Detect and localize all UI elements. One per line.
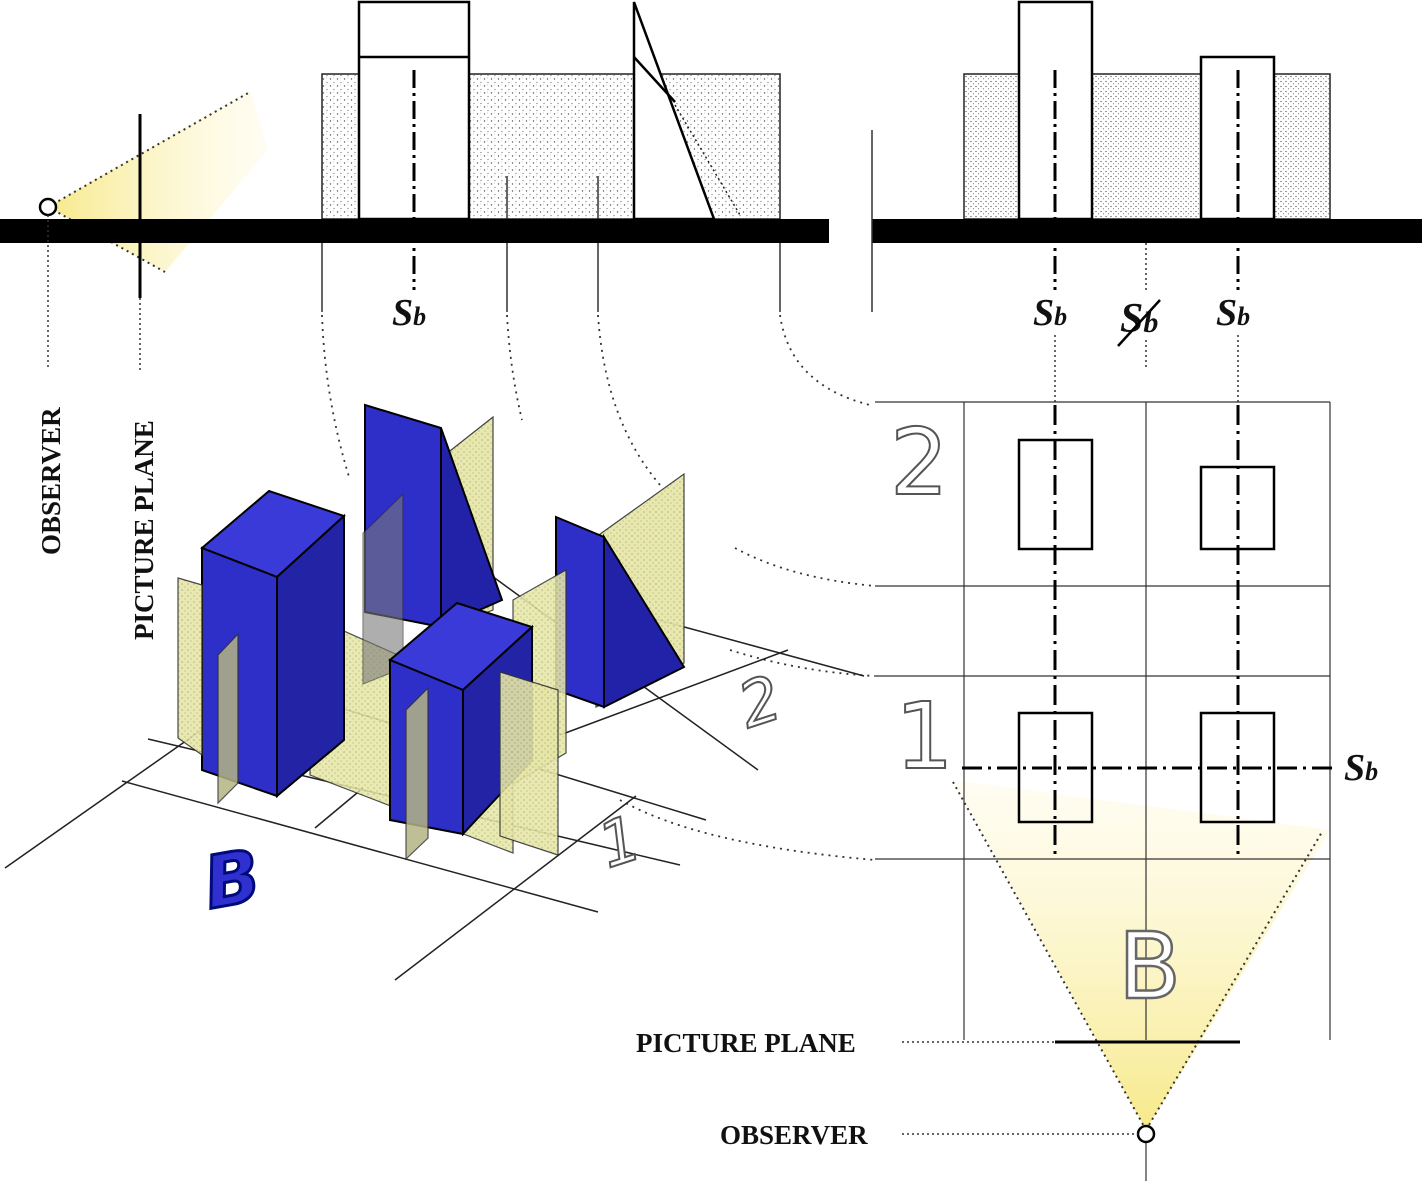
section-plane-front-right <box>499 671 559 856</box>
left-tower-front <box>201 546 278 798</box>
sight-line-top <box>47 91 251 208</box>
section-label-sb-2: Sb <box>1216 292 1250 334</box>
section-plane-front-cut <box>405 686 429 861</box>
projection-arcs <box>321 314 876 861</box>
elevation-right: Sb Sb Sb <box>871 0 1422 402</box>
section-label-sb-plan: Sb <box>1344 747 1378 789</box>
strike-through <box>1117 299 1161 347</box>
small-wedge-slope <box>603 533 686 709</box>
section-label-sb-crossed: Sb <box>1120 296 1158 342</box>
section-plane-left <box>177 577 203 757</box>
section-label-sb-1: Sb <box>1033 292 1067 334</box>
wedge-dotted-line <box>674 104 741 216</box>
plan-sight-left <box>952 781 1147 1131</box>
section-plane-left-cut <box>217 632 239 805</box>
observer-point <box>38 197 58 217</box>
picture-plane-label-vertical: PICTURE PLANE <box>129 420 159 640</box>
view-letter-iso: B <box>198 833 267 925</box>
iso-row-2-number: 2 <box>730 661 790 743</box>
ground-line-right <box>872 219 1422 243</box>
picture-plane-label: PICTURE PLANE <box>636 1028 856 1058</box>
plan-row-2-number: 2 <box>890 409 949 516</box>
view-cone-side <box>48 90 268 272</box>
observer-label-vertical: OBSERVER <box>36 407 66 555</box>
elevation-left: OBSERVER PICTURE PLANE Sb <box>0 0 829 640</box>
observer-point-plan <box>1136 1124 1156 1144</box>
plan-view: 2 1 B Sb PICTURE PLANE OBSERVER <box>636 401 1378 1181</box>
isometric-view: 2 1 B <box>4 403 865 981</box>
ground-line-left <box>0 219 829 243</box>
left-tower-side <box>276 513 345 799</box>
plan-grid <box>875 401 1331 1040</box>
section-label-sb-left: Sb <box>392 292 426 334</box>
plan-sight-right <box>1145 831 1323 1131</box>
observer-label: OBSERVER <box>720 1120 868 1150</box>
view-cone-plan <box>953 780 1330 1130</box>
wedge-inner-line <box>633 56 676 103</box>
iso-row-1-number: 1 <box>590 801 650 883</box>
plan-row-1-number: 1 <box>895 683 954 790</box>
view-letter-plan: B <box>1118 913 1181 1020</box>
